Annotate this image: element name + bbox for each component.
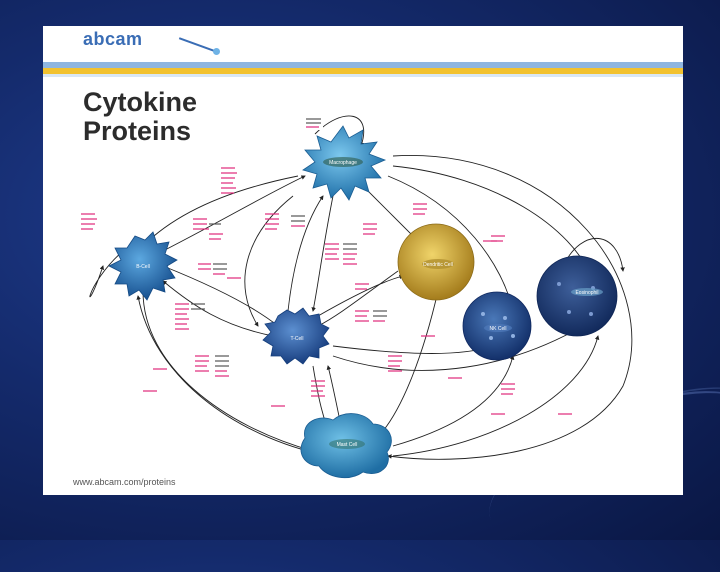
arrow-b-t (162, 265, 279, 327)
arrow-t-b (162, 280, 274, 337)
cluster-t-mast (271, 380, 325, 407)
cluster-center-left (193, 218, 223, 240)
cluster-mac-t (265, 213, 305, 230)
arrow-t-eo (332, 325, 584, 371)
arrow-t-mac (287, 195, 324, 312)
cluster-b-bottom (175, 303, 205, 330)
arrow-b-self (89, 250, 124, 298)
cell-label-dendritic: Dendritic Cell (423, 262, 453, 268)
arrow-mac-b (142, 175, 299, 247)
arrow-mast-eo (392, 335, 600, 457)
cell-label-tcell: T-Cell (290, 336, 303, 342)
title-line-1: Cytokine (83, 87, 198, 117)
cluster-nk-left (388, 355, 402, 372)
cell-label-macrophage: Macrophage (329, 160, 357, 166)
cell-dendritic: Dendritic Cell (397, 223, 475, 301)
cluster-mac-top (305, 116, 323, 130)
cytokine-network-diagram: Macrophage B-Cell T-Cell Dendritic Cell … (81, 115, 633, 479)
cytokine-labels (81, 116, 572, 415)
cluster-b-top (81, 213, 97, 230)
arrow-mast-nk (392, 355, 515, 447)
cluster-t-right (355, 310, 387, 322)
cell-nk: NK Cell (462, 291, 532, 361)
cell-tcell: T-Cell (262, 307, 330, 365)
cluster-eo-top (491, 235, 505, 242)
arrow-dc-t (317, 270, 399, 327)
arrow-eo-self (562, 237, 625, 272)
cluster-t-bottom (195, 355, 229, 377)
cluster-mac-left (221, 167, 237, 194)
cell-mast: Mast Cell (300, 413, 392, 479)
cluster-mast-left (143, 368, 167, 392)
arrow-mast-b (136, 295, 329, 457)
cluster-nk-bottom (421, 335, 572, 415)
cell-label-nk: NK Cell (490, 326, 507, 332)
header-stripe-light (43, 74, 683, 77)
arrow-mac-mast-outer (387, 155, 633, 460)
arrow-b-mast (142, 290, 314, 453)
cluster-dc-left (325, 243, 357, 265)
cluster-dc-right (355, 283, 369, 290)
cell-eosinophil: Eosinophil (536, 255, 618, 337)
cell-label-bcell: B-Cell (136, 264, 150, 270)
header-stripe-yellow (43, 68, 683, 74)
arrow-mac-t-2 (244, 195, 294, 327)
cell-bcell: B-Cell (108, 231, 178, 301)
logo-dot-icon (213, 48, 220, 55)
cell-label-eosinophil: Eosinophil (575, 290, 598, 296)
header-stripe-blue (43, 62, 683, 68)
poster-header: abcam (43, 26, 683, 64)
poster-title: Cytokine Proteins (83, 88, 303, 146)
footer-url[interactable]: www.abcam.com/proteins (73, 477, 176, 487)
cell-label-mast: Mast Cell (337, 442, 358, 448)
cluster-dc-top (363, 203, 427, 235)
title-line-2: Proteins (83, 116, 192, 146)
arrow-mac-t (311, 195, 334, 312)
cell-macrophage: Macrophage (302, 125, 387, 201)
cluster-b-mid (198, 263, 241, 279)
arrow-t-nk (332, 345, 494, 354)
arrow-b-mac (152, 175, 306, 257)
arrow-dc-mast (382, 290, 439, 432)
poster: abcam Cytokine Proteins (43, 26, 683, 495)
arrow-mac-self (314, 115, 365, 147)
arrow-t-dc (317, 274, 404, 317)
abcam-logo: abcam (83, 29, 143, 49)
